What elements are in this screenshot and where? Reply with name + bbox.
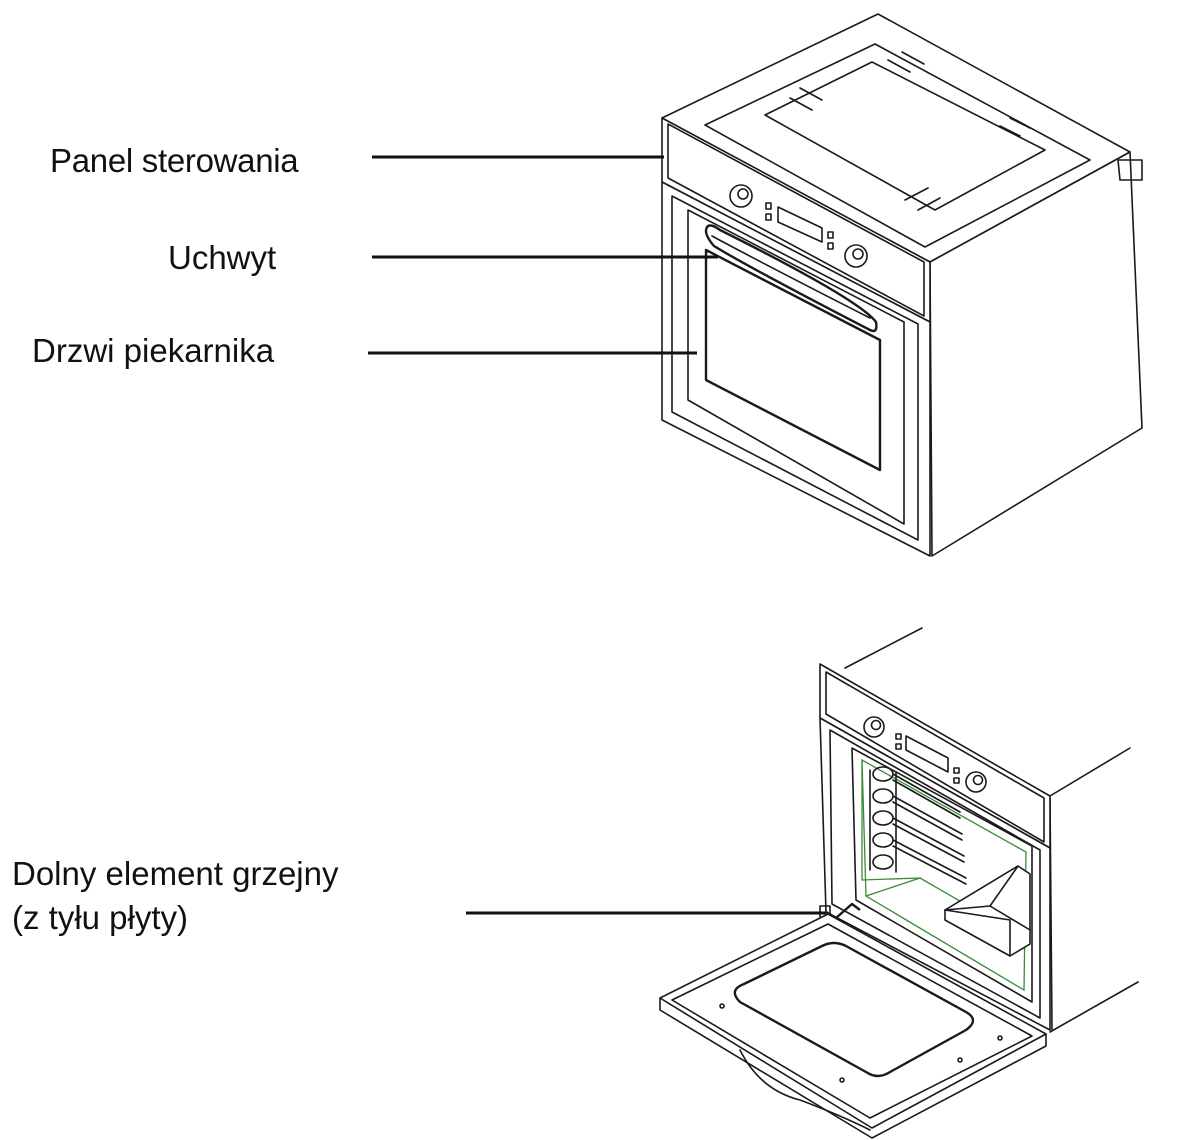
- label-dolny-element-line2: (z tyłu płyty): [12, 899, 189, 936]
- open-knob-left: [863, 716, 885, 738]
- knob-left: [729, 184, 753, 208]
- open-door-handle: [739, 1049, 871, 1131]
- open-knob-right: [965, 771, 987, 793]
- display-window: [777, 206, 823, 243]
- top-inner-frame: [704, 43, 1091, 248]
- label-uchwyt: Uchwyt: [168, 239, 277, 276]
- oven-cavity: [851, 747, 1033, 1003]
- label-panel-sterowania: Panel sterowania: [50, 142, 299, 179]
- knob-right: [844, 244, 868, 268]
- top-plate-clips: [789, 51, 1031, 211]
- oven-right-side: [929, 151, 1143, 557]
- closed-oven-illustration: [661, 13, 1143, 557]
- leader-lines: [368, 155, 826, 915]
- side-tab: [1117, 159, 1143, 181]
- open-display-window: [905, 735, 949, 773]
- label-drzwi-piekarnika: Drzwi piekarnika: [32, 332, 275, 369]
- top-plate: [764, 61, 1046, 211]
- side-rack-coils: [869, 766, 967, 885]
- label-dolny-element-line1: Dolny element grzejny: [12, 855, 339, 892]
- open-door-window: [733, 941, 975, 1078]
- open-oven-frame: [819, 717, 1051, 1031]
- door-window: [704, 248, 882, 472]
- open-oven-illustration: [659, 627, 1139, 1139]
